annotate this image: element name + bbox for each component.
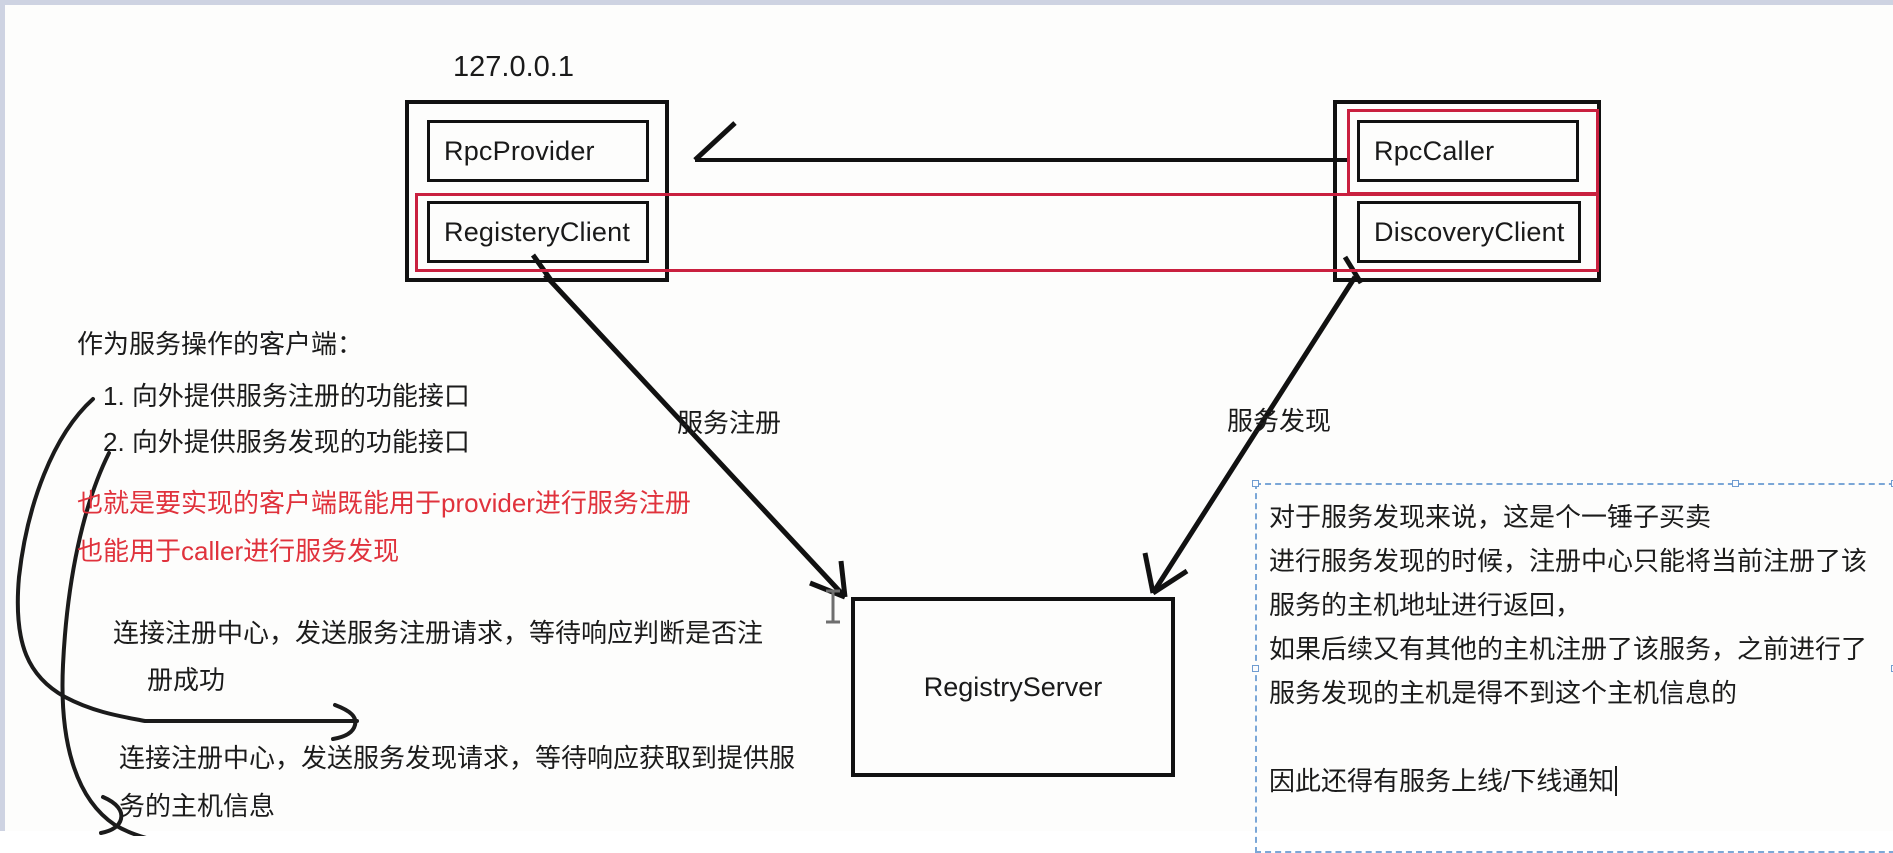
left-notes-item-1: 1. 向外提供服务注册的功能接口 [103, 381, 470, 411]
left-notes-red-1: 也就是要实现的客户端既能用于provider进行服务注册 [77, 488, 691, 518]
arrow-label-register: 服务注册 [677, 408, 782, 438]
rpc-provider-box[interactable]: RpcProvider [427, 120, 649, 182]
provider-host-box [405, 100, 669, 282]
note-line-1: 对于服务发现来说，这是个一锤子买卖 [1269, 502, 1712, 532]
discovery-client-label: DiscoveryClient [1374, 216, 1565, 247]
note-handle-top-left[interactable] [1252, 480, 1259, 487]
registry-server-label: RegistryServer [923, 671, 1103, 702]
caller-host-box [1333, 100, 1601, 282]
left-bullet-1-line-1: 连接注册中心，发送服务注册请求，等待响应判断是否注 [113, 618, 764, 648]
note-line-7-text: 因此还得有服务上线/下线通知 [1269, 766, 1615, 796]
note-handle-top-center[interactable] [1732, 480, 1739, 487]
registry-server-box[interactable]: RegistryServer [851, 597, 1175, 777]
left-bullet-2-line-2: 务的主机信息 [119, 791, 276, 821]
text-caret [1615, 766, 1618, 796]
left-notes-item-2: 2. 向外提供服务发现的功能接口 [103, 427, 470, 457]
ibeam-cursor [826, 589, 840, 624]
note-handle-middle-right[interactable] [1891, 665, 1893, 672]
note-line-3: 服务的主机地址进行返回， [1269, 590, 1582, 620]
left-notes-red-2: 也能用于caller进行服务发现 [77, 536, 400, 566]
rpc-caller-box[interactable]: RpcCaller [1357, 120, 1579, 182]
red-highlight-rpccaller [1347, 109, 1599, 195]
left-bullet-2-line-1: 连接注册中心，发送服务发现请求，等待响应获取到提供服 [119, 743, 796, 773]
host-ip-label: 127.0.0.1 [453, 51, 574, 83]
left-notes-heading: 作为服务操作的客户端： [77, 329, 364, 359]
red-highlight-client-span [415, 193, 1599, 272]
note-handle-top-right[interactable] [1891, 480, 1893, 487]
note-line-4: 如果后续又有其他的主机注册了该服务，之前进行了 [1269, 634, 1868, 664]
registery-client-box[interactable]: RegisteryClient [427, 201, 649, 263]
left-bullet-1-line-2: 册成功 [147, 665, 226, 695]
note-line-6 [1269, 715, 1893, 759]
rpc-caller-label: RpcCaller [1374, 135, 1495, 166]
discovery-client-box[interactable]: DiscoveryClient [1357, 201, 1581, 263]
arrow-caller-to-provider [693, 121, 1350, 162]
note-line-2: 进行服务发现的时候，注册中心只能将当前注册了该 [1269, 546, 1868, 576]
note-textbox[interactable]: 对于服务发现来说，这是个一锤子买卖 进行服务发现的时候，注册中心只能将当前注册了… [1255, 483, 1893, 853]
note-line-7: 因此还得有服务上线/下线通知 [1269, 759, 1893, 803]
note-line-5: 服务发现的主机是得不到这个主机信息的 [1269, 678, 1738, 708]
registery-client-label: RegisteryClient [444, 216, 631, 247]
rpc-provider-label: RpcProvider [444, 135, 595, 166]
handdrawn-arrowhead-one [331, 703, 358, 741]
arrow-label-discover: 服务发现 [1227, 406, 1332, 436]
note-handle-middle-left[interactable] [1252, 665, 1259, 672]
